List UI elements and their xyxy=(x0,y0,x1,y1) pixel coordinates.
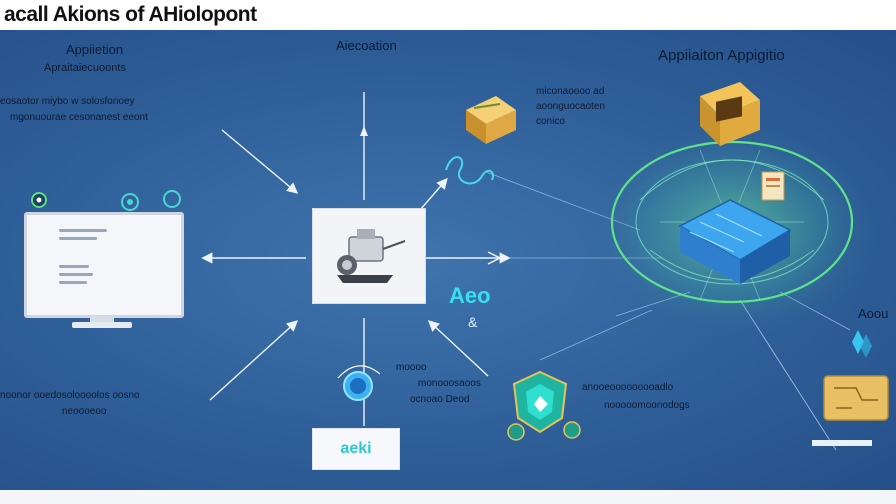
badge-card: aeki xyxy=(312,428,400,470)
arrow-top-head xyxy=(360,126,368,136)
screen-line xyxy=(59,273,93,276)
label-top-left-sub: Apraitaiecuoonts xyxy=(44,62,126,74)
screen-line xyxy=(59,229,107,232)
label-bottom-left-1: noonor ooedosoloooolos oosno xyxy=(0,390,140,401)
code-symbol: & xyxy=(468,314,478,330)
label-right-edge: Aoou xyxy=(858,306,889,321)
network-globe xyxy=(610,140,854,304)
arrow-bottom-left xyxy=(209,320,299,401)
label-top-right: Appiiaiton Appigitio xyxy=(658,47,785,64)
left-ring-icon-1 xyxy=(121,193,139,211)
arrow-bottom-right xyxy=(427,320,489,377)
label-top-center: Aiecoation xyxy=(336,38,397,53)
left-ring-icon-2 xyxy=(163,190,181,208)
label-mid-note-3: conico xyxy=(536,116,565,127)
label-bottom-mid-3: ocnoao Deod xyxy=(410,394,470,405)
cyan-link-icon xyxy=(445,156,494,185)
diagram-title: acall Akions of AHiolopont xyxy=(4,3,257,26)
chip-icon xyxy=(823,375,889,421)
monitor-base xyxy=(72,322,132,328)
label-bottom-right-1: anooeooooooooadlo xyxy=(582,382,674,393)
label-bottom-left-2: neoooeoo xyxy=(62,406,107,417)
screen-line xyxy=(59,265,89,268)
label-left-note-1: eosaotor miybo w solosfonoey xyxy=(0,96,135,107)
arrow-top-right xyxy=(419,177,448,211)
center-device-card xyxy=(312,208,426,304)
label-top-left-title: Appiietion xyxy=(66,42,124,57)
title-bar: acall Akions of AHiolopont xyxy=(0,0,896,30)
badge-label: aeki xyxy=(340,440,372,457)
arrow-top-left xyxy=(221,129,299,194)
label-mid-note-2: aoonguocaoten xyxy=(536,101,605,112)
code-label: Aeo xyxy=(449,283,491,308)
monitor-icon xyxy=(24,212,184,318)
label-bottom-mid-2: monooosaoos xyxy=(418,378,481,389)
label-mid-note-1: miconaoooo ad xyxy=(536,86,605,97)
package-icon xyxy=(466,96,516,124)
label-bottom-right-2: nooooomoonodogs xyxy=(604,400,690,411)
label-left-note-2: mgonuourae cesonanest eeont xyxy=(10,112,148,123)
label-bottom-mid-1: moooo xyxy=(396,362,427,373)
screen-line xyxy=(59,237,97,240)
screen-line xyxy=(59,281,87,284)
monitor-stand xyxy=(90,316,114,324)
camera-icon xyxy=(337,229,406,283)
bottom-strip xyxy=(0,490,896,504)
